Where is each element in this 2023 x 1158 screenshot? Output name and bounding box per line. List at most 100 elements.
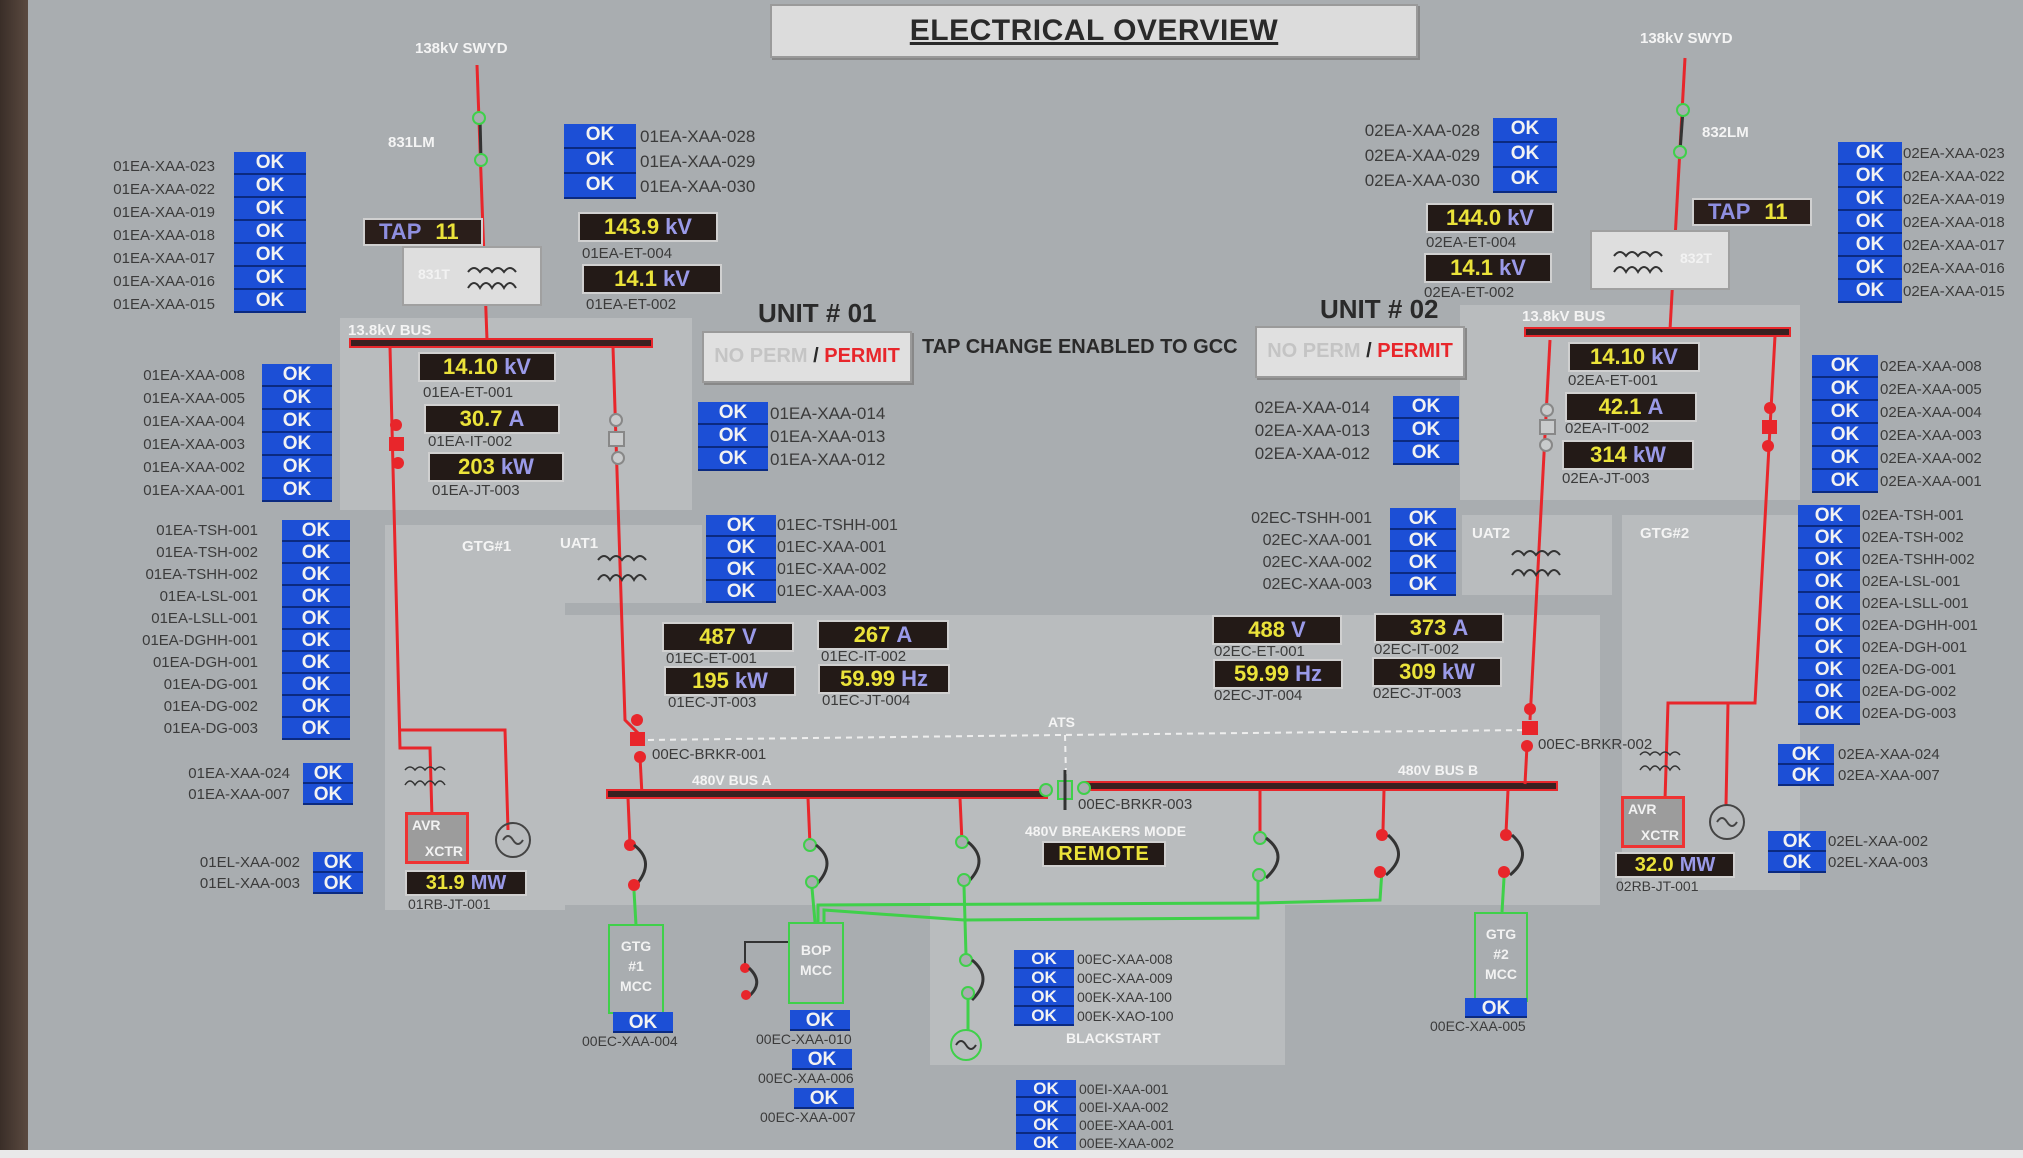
status-ok-button[interactable]: OK [1014,950,1074,969]
bop-mcc-status-1[interactable]: OK [790,1010,850,1031]
status-ok-button[interactable]: OK [1838,211,1902,234]
status-ok-button[interactable]: OK [1812,447,1878,470]
status-ok-button[interactable]: OK [1798,593,1860,615]
status-ok-button[interactable]: OK [234,152,306,175]
status-ok-button[interactable]: OK [1390,508,1456,530]
status-ok-button[interactable]: OK [1838,188,1902,211]
status-ok-button[interactable]: OK [234,175,306,198]
status-ok-button[interactable]: OK [234,244,306,267]
status-ok-button[interactable]: OK [282,630,350,652]
status-ok-button[interactable]: OK [564,174,636,199]
status-ok-button[interactable]: OK [1812,355,1878,378]
status-ok-button[interactable]: OK [698,448,768,471]
status-ok-button[interactable]: OK [698,425,768,448]
gtg2-mcc[interactable]: GTG #2 MCC [1474,912,1528,1002]
status-ok-button[interactable]: OK [282,718,350,740]
status-ok-button[interactable]: OK [1014,1007,1074,1026]
status-ok-button[interactable]: OK [1768,852,1826,873]
status-ok-button[interactable]: OK [1016,1116,1076,1134]
status-ok-button[interactable]: OK [1798,571,1860,593]
status-ok-button[interactable]: OK [1493,143,1557,168]
status-ok-button[interactable]: OK [1798,659,1860,681]
status-ok-button[interactable]: OK [564,124,636,149]
gtg1-mcc[interactable]: GTG #1 MCC [608,924,664,1014]
status-ok-button[interactable]: OK [1838,234,1902,257]
gtg2-mcc-status[interactable]: OK [1465,998,1527,1019]
status-ok-button[interactable]: OK [1014,969,1074,988]
status-ok-button[interactable]: OK [262,364,332,387]
status-ok-button[interactable]: OK [1016,1080,1076,1098]
status-ok-button[interactable]: OK [1798,527,1860,549]
bop-mcc[interactable]: BOP MCC [788,922,844,1004]
breakers-mode-label: 480V BREAKERS MODE [1025,823,1187,839]
alarm-tag: 01EA-XAA-028 [640,127,756,146]
status-ok-button[interactable]: OK [1014,988,1074,1007]
status-ok-button[interactable]: OK [1812,470,1878,493]
status-ok-button[interactable]: OK [1838,165,1902,188]
status-ok-button[interactable]: OK [1812,378,1878,401]
status-ok-button[interactable]: OK [1812,401,1878,424]
status-ok-button[interactable]: OK [1812,424,1878,447]
status-ok-button[interactable]: OK [706,537,776,559]
unit2-avr-exciter[interactable]: AVR XCTR [1621,796,1685,848]
status-ok-button[interactable]: OK [313,873,363,894]
status-ok-button[interactable]: OK [1838,142,1902,165]
status-ok-button[interactable]: OK [706,581,776,603]
status-ok-button[interactable]: OK [1798,615,1860,637]
unit1-permit-button[interactable]: NO PERM / PERMIT [702,331,912,383]
status-ok-button[interactable]: OK [1798,681,1860,703]
status-ok-button[interactable]: OK [1390,552,1456,574]
status-ok-button[interactable]: OK [564,149,636,174]
status-ok-button[interactable]: OK [1390,530,1456,552]
status-ok-button[interactable]: OK [706,559,776,581]
status-ok-button[interactable]: OK [1016,1098,1076,1116]
status-ok-button[interactable]: OK [282,696,350,718]
status-ok-button[interactable]: OK [1493,168,1557,193]
gtg1-mcc-status[interactable]: OK [613,1012,673,1033]
unit2-main-xfmr[interactable]: 832T [1590,230,1730,290]
status-ok-button[interactable]: OK [1798,549,1860,571]
status-ok-button[interactable]: OK [1798,637,1860,659]
status-ok-button[interactable]: OK [282,564,350,586]
status-ok-button[interactable]: OK [234,267,306,290]
bop-mcc-status-3[interactable]: OK [794,1088,854,1109]
unit1-avr-exciter[interactable]: AVR XCTR [405,812,469,864]
status-ok-button[interactable]: OK [1778,744,1834,765]
breakers-mode-value[interactable]: REMOTE [1042,841,1166,867]
status-ok-button[interactable]: OK [234,198,306,221]
status-ok-button[interactable]: OK [1393,442,1459,465]
alarm-tag: 02EA-XAA-015 [1903,283,2005,300]
unit2-permit-button[interactable]: NO PERM / PERMIT [1255,326,1465,378]
status-ok-button[interactable]: OK [698,402,768,425]
unit1-main-xfmr[interactable]: 831T [402,246,542,306]
status-ok-button[interactable]: OK [1393,419,1459,442]
status-ok-button[interactable]: OK [1493,118,1557,143]
bop-mcc-status-2[interactable]: OK [792,1049,852,1070]
status-ok-button[interactable]: OK [282,674,350,696]
status-ok-button[interactable]: OK [1838,257,1902,280]
status-ok-button[interactable]: OK [1390,574,1456,596]
status-ok-button[interactable]: OK [1778,765,1834,786]
status-ok-button[interactable]: OK [262,410,332,433]
status-ok-button[interactable]: OK [303,784,353,805]
status-ok-button[interactable]: OK [282,652,350,674]
status-ok-button[interactable]: OK [262,456,332,479]
status-ok-button[interactable]: OK [1798,703,1860,725]
status-ok-button[interactable]: OK [303,763,353,784]
status-ok-button[interactable]: OK [1393,396,1459,419]
status-ok-button[interactable]: OK [1798,505,1860,527]
status-ok-button[interactable]: OK [706,515,776,537]
status-ok-button[interactable]: OK [282,608,350,630]
status-ok-button[interactable]: OK [234,221,306,244]
unit1-lm-node-top [472,111,486,125]
status-ok-button[interactable]: OK [262,433,332,456]
status-ok-button[interactable]: OK [282,542,350,564]
status-ok-button[interactable]: OK [313,852,363,873]
status-ok-button[interactable]: OK [262,387,332,410]
status-ok-button[interactable]: OK [234,290,306,313]
status-ok-button[interactable]: OK [1838,280,1902,303]
status-ok-button[interactable]: OK [282,586,350,608]
status-ok-button[interactable]: OK [282,520,350,542]
status-ok-button[interactable]: OK [1768,831,1826,852]
status-ok-button[interactable]: OK [262,479,332,502]
